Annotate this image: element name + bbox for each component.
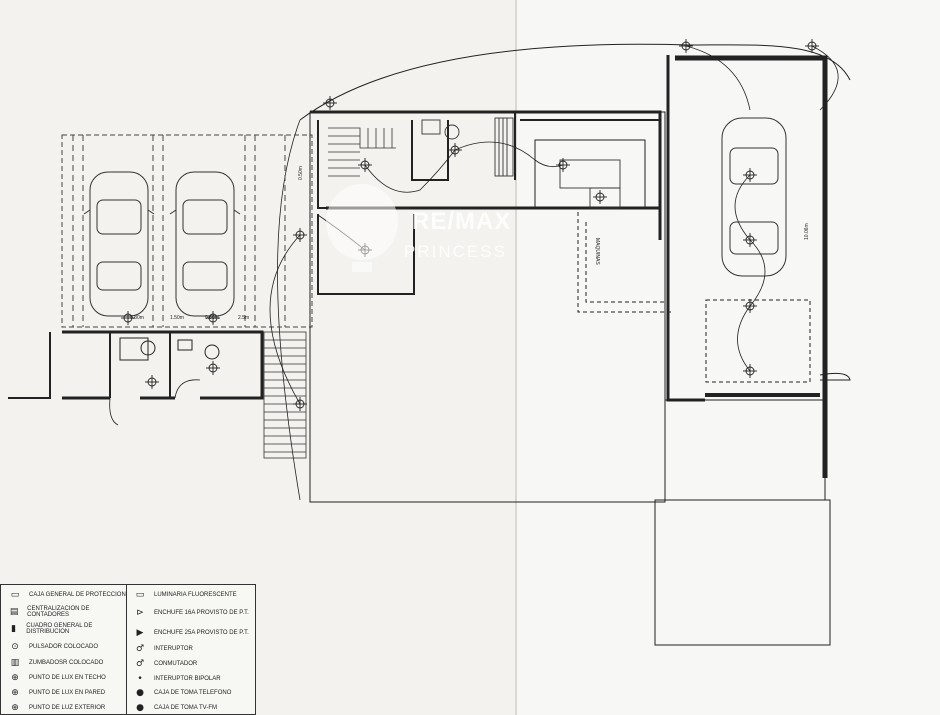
- legend-item: ▥ZUMBADOSR COLOCADO: [1, 657, 126, 669]
- dimension-label: 0.80m: [130, 315, 144, 321]
- exterior-light-icon: ⊕: [11, 703, 19, 713]
- panel-icon: ▮: [11, 624, 17, 634]
- ceiling-light-icon: [206, 361, 220, 375]
- ceiling-light-icon: [145, 375, 159, 389]
- bathroom-fixtures: [421, 117, 621, 209]
- dimension-label: 10.06m: [804, 223, 810, 240]
- dimension-label: 0.50m: [298, 166, 304, 180]
- legend-item: ⊳ENCHUFE 16A PROVISTO DE P.T.: [126, 605, 255, 621]
- legend-item: ▮CUADRO GENERAL DE DISTRIBUCION: [1, 621, 126, 637]
- car-left-1: [83, 171, 155, 317]
- wiring-arc-left: [277, 119, 301, 501]
- room-label-maquinas: MAQUINAS: [594, 238, 600, 265]
- car-right: [721, 117, 787, 277]
- watermark-balloon-icon: [326, 184, 398, 272]
- legend-item: ●CAJA DE TOMA TELEFONO: [126, 687, 255, 699]
- socket-25a-icon: ▶: [136, 628, 144, 638]
- phone-socket-icon: ●: [136, 688, 144, 698]
- legend-left-column: ▭CAJA GENERAL DE PROTECCION ▤CENTRALIZAC…: [1, 585, 127, 714]
- buzzer-icon: ▥: [10, 658, 20, 668]
- utility-rooms: [8, 330, 264, 426]
- interior-stairs: [328, 127, 396, 177]
- paper-right-half: [515, 0, 940, 715]
- legend-item: ♂CONMUTADOR: [126, 658, 255, 670]
- legend-item: ♂INTERUPTOR: [126, 643, 255, 655]
- legend: ▭CAJA GENERAL DE PROTECCION ▤CENTRALIZAC…: [0, 584, 256, 715]
- wiring-arc-top: [299, 43, 851, 121]
- right-garage: [654, 55, 851, 646]
- legend-right-column: ▭LUMINARIA FLUORESCENTE ⊳ENCHUFE 16A PRO…: [126, 585, 255, 714]
- commutator-icon: ♂: [135, 659, 145, 669]
- legend-item: •INTERUPTOR BIPOLAR: [126, 673, 255, 685]
- legend-item: ⊙PULSADOR COLOCADO: [1, 641, 126, 653]
- ceiling-light-icon: [593, 190, 607, 204]
- legend-item: ▭LUMINARIA FLUORESCENTE: [126, 589, 255, 601]
- legend-item: ⊕PUNTO DE LUX EN TECHO: [1, 672, 126, 684]
- watermark-logo: RE/MAX: [412, 208, 512, 235]
- wall-light-icon: [206, 311, 220, 325]
- legend-item: ▶ENCHUFE 25A PROVISTO DE P.T.: [126, 625, 255, 641]
- wall-light-icon: ⊕: [11, 688, 19, 698]
- dimension-label: 2.5m: [238, 315, 249, 321]
- fluorescent-icon: ▭: [135, 590, 145, 600]
- tv-socket-icon: ●: [136, 703, 144, 713]
- meter-icon: ▤: [9, 607, 19, 617]
- watermark-text: PRINCESS: [404, 242, 507, 261]
- ceiling-light-icon: ⊕: [11, 673, 19, 683]
- parking-area: [61, 134, 313, 328]
- legend-item: ▤CENTRALIZACION DE CONTADORES: [1, 604, 126, 620]
- exterior-stairs: [263, 331, 307, 459]
- wall-light-icon: [121, 311, 135, 325]
- car-left-2: [169, 171, 241, 317]
- light-points: [121, 39, 819, 411]
- switch-icon: ♂: [135, 644, 145, 654]
- bipolar-switch-icon: •: [137, 674, 143, 684]
- dimension-label: 1.50m: [170, 315, 184, 321]
- legend-item: ▭CAJA GENERAL DE PROTECCION: [1, 587, 126, 603]
- box-icon: ▭: [10, 590, 20, 600]
- socket-16a-icon: ⊳: [136, 608, 144, 618]
- wall-light-icon: [323, 96, 337, 110]
- legend-item: ●CAJA DE TOMA TV-FM: [126, 702, 255, 714]
- dimension-label: 0.80m: [205, 315, 219, 321]
- legend-item: ⊕PUNTO DE LUX EN PARED: [1, 687, 126, 699]
- legend-item: ⊕PUNTO DE LUZ EXTERIOR: [1, 702, 126, 714]
- push-button-icon: ⊙: [11, 642, 19, 652]
